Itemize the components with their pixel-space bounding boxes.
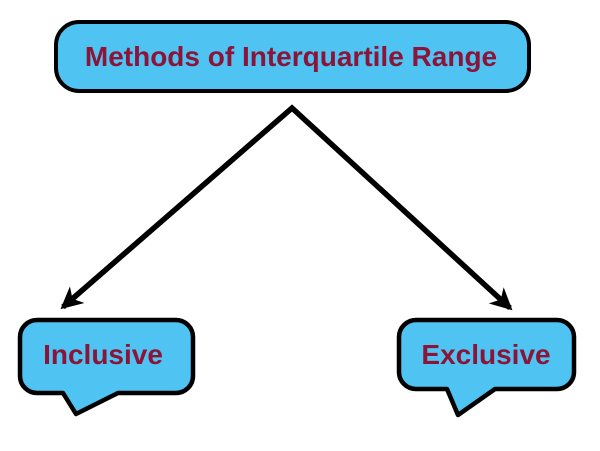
node-inclusive-label: Inclusive (43, 339, 163, 370)
root-node-label: Methods of Interquartile Range (85, 41, 497, 72)
node-exclusive (396, 317, 577, 418)
node-exclusive-label: Exclusive (421, 339, 550, 370)
node-inclusive (17, 317, 196, 417)
branch-arrows (60, 104, 513, 311)
root-node (54, 20, 531, 93)
